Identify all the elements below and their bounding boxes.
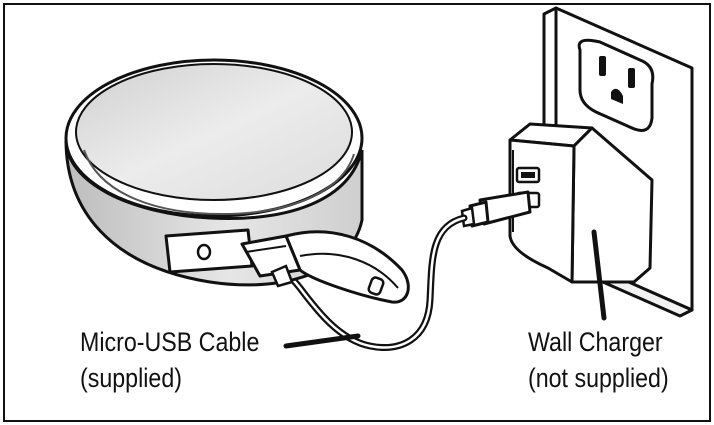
cable-label-line1: Micro-USB Cable — [80, 326, 259, 358]
cable-label-line2: (supplied) — [80, 362, 182, 394]
charger-label-line2: (not supplied) — [528, 362, 669, 394]
cable-callout-line — [286, 336, 358, 346]
charger-label-line1: Wall Charger — [528, 326, 663, 358]
micro-usb-plug-icon — [242, 232, 408, 302]
